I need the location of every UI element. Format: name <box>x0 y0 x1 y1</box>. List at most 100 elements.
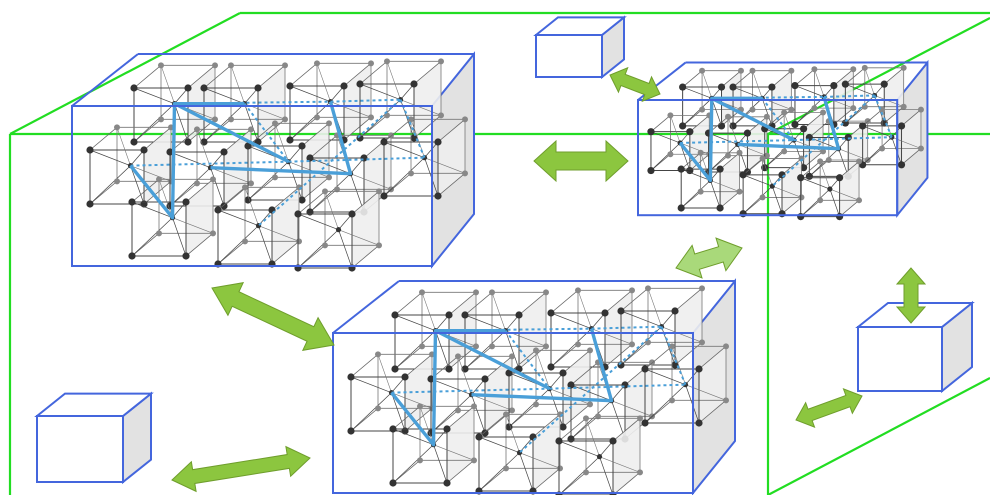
dotted-link <box>288 156 425 163</box>
lattice-edge <box>404 354 433 378</box>
lattice-node <box>194 126 200 133</box>
lattice-edge <box>363 135 392 159</box>
lattice-edge <box>464 330 506 370</box>
lattice-edge <box>271 187 300 211</box>
lattice-node <box>194 180 200 187</box>
lattice-node <box>360 154 368 162</box>
outer-box-edge <box>767 17 990 135</box>
lattice-cell-shade <box>720 152 740 208</box>
lattice-cell-shade <box>613 418 640 495</box>
lattice-edge <box>196 129 211 168</box>
lattice-node <box>455 353 461 360</box>
lattice-node <box>156 230 162 237</box>
lattice-node <box>182 198 190 206</box>
lattice-node <box>547 309 555 317</box>
lattice-edge <box>732 70 753 88</box>
lattice-node <box>601 309 609 317</box>
lattice-cell-shade <box>519 292 546 369</box>
lattice-node <box>830 82 838 90</box>
lattice-edge <box>217 187 246 211</box>
lattice-node <box>347 373 355 381</box>
lattice-edge <box>309 135 338 159</box>
lattice-node <box>841 80 849 88</box>
lattice-edge <box>244 187 259 226</box>
lattice-edge <box>562 404 591 428</box>
lattice-node <box>736 188 743 195</box>
lattice-node <box>791 120 799 129</box>
lattice-edge <box>803 151 824 168</box>
lattice-node <box>475 433 483 441</box>
lattice-edge <box>391 392 406 432</box>
lattice-edge <box>433 444 448 484</box>
lattice-node <box>559 423 567 431</box>
lattice-node <box>697 188 704 195</box>
lattice-edge <box>478 414 507 438</box>
lattice-edge <box>343 117 372 141</box>
lattice-node <box>667 151 674 158</box>
lattice-node <box>322 188 328 195</box>
lattice-node <box>555 437 563 445</box>
lattice-edge <box>185 179 214 203</box>
lattice-edge <box>350 392 392 432</box>
lattice-node <box>800 125 808 133</box>
lattice-cell-shade <box>258 65 285 142</box>
cluster-edge <box>332 280 400 334</box>
cluster-top-right <box>637 59 929 221</box>
lattice-node <box>595 413 601 420</box>
lattice-edge <box>862 109 883 127</box>
lattice-edge <box>394 292 423 316</box>
lattice-node <box>86 146 94 154</box>
lattice-node <box>503 465 509 472</box>
lattice-node <box>509 407 515 414</box>
lattice-node <box>376 188 382 195</box>
lattice-node <box>158 62 164 69</box>
lattice-node <box>759 194 766 201</box>
lattice-edge <box>549 388 591 405</box>
lattice-edge <box>803 112 824 130</box>
lattice-edge <box>289 101 331 141</box>
lattice-edge <box>448 292 477 316</box>
lattice-edge <box>781 158 802 176</box>
lattice-node <box>743 129 752 137</box>
lattice-node <box>917 106 924 113</box>
lattice-edge <box>172 217 214 234</box>
lattice-node <box>609 437 617 445</box>
lattice-node <box>850 66 857 73</box>
lattice-node <box>184 84 192 92</box>
lattice-edge <box>747 116 768 134</box>
lattice-node <box>533 401 539 408</box>
solid-link <box>129 103 177 220</box>
dotted-link <box>243 103 290 163</box>
lattice-node <box>272 120 278 127</box>
lattice-edge <box>133 65 162 89</box>
lattice-cell-shade <box>186 179 213 256</box>
lattice-edge <box>446 460 475 484</box>
lattice-edge <box>532 468 561 492</box>
lattice-edge <box>752 70 763 99</box>
lattice-edge <box>271 241 300 265</box>
box-front-face <box>36 415 124 483</box>
cluster-front-face <box>332 332 694 494</box>
lattice-node <box>443 479 451 487</box>
lattice-edge <box>680 180 711 209</box>
lattice-edge <box>394 314 436 331</box>
small-box-group <box>34 15 975 485</box>
lattice-node <box>729 83 737 91</box>
lattice-edge <box>682 86 712 99</box>
lattice-node <box>128 252 136 260</box>
lattice-node <box>637 469 643 476</box>
lattice-edge <box>764 139 795 168</box>
lattice-node <box>298 196 306 204</box>
lattice-cell-shade <box>839 161 860 217</box>
lattice-node <box>629 341 635 348</box>
lattice-node <box>158 116 164 123</box>
lattice-edge <box>604 290 633 314</box>
lattice-node <box>880 80 888 88</box>
lattice-edge <box>701 70 713 99</box>
lattice-edge <box>430 378 472 395</box>
lattice-node <box>473 343 479 350</box>
lattice-edge <box>845 67 866 85</box>
lattice-node <box>438 58 444 65</box>
lattice-edge <box>392 428 434 445</box>
lattice-edge <box>383 119 412 143</box>
